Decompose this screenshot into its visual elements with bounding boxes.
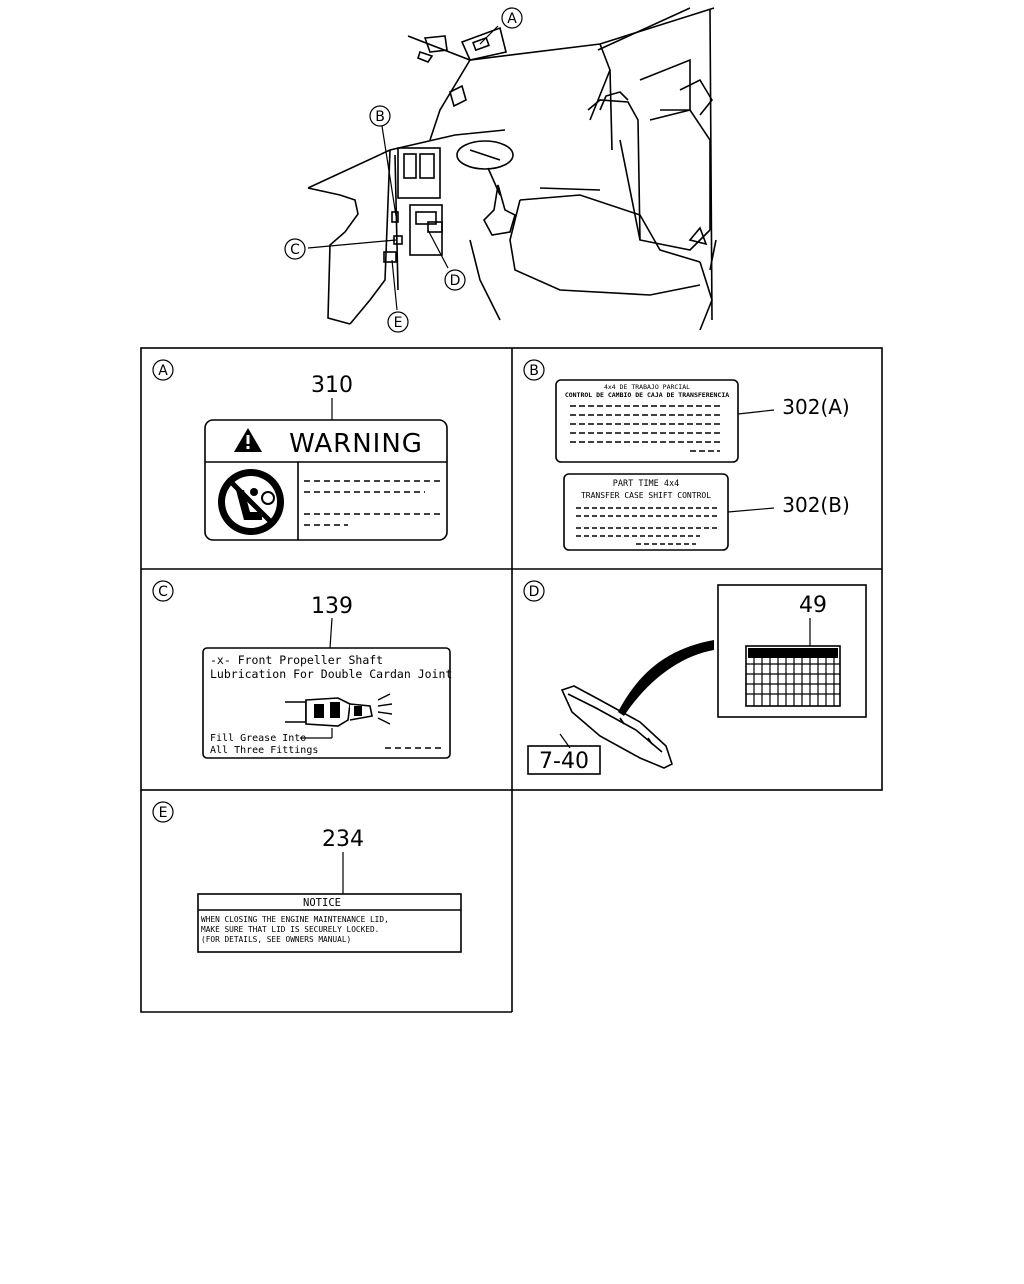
label-302b-line2: TRANSFER CASE SHIFT CONTROL <box>581 491 711 500</box>
notice-line2: MAKE SURE THAT LID IS SECURELY LOCKED. <box>201 925 379 934</box>
panel-b-marker: B <box>529 363 539 379</box>
label-139-line4: All Three Fittings <box>210 745 318 756</box>
part-number-139: 139 <box>311 594 353 619</box>
callout-d: D <box>444 269 466 291</box>
label-302a-line2: CONTROL DE CAMBIO DE CAJA DE TRANSFERENC… <box>565 391 729 399</box>
label-302b-line1: PART TIME 4x4 <box>613 479 680 489</box>
panel-c-marker: C <box>158 584 168 600</box>
glove-box-lid-drawing <box>560 685 673 769</box>
no-child-seat-icon <box>218 469 284 535</box>
warning-text-placeholder-lines <box>304 480 440 526</box>
part-number-302b: 302(B) <box>782 493 850 517</box>
label-139-line1: -x- Front Propeller Shaft <box>210 653 383 667</box>
svg-text:A: A <box>507 11 517 27</box>
label-302b-placeholder-lines <box>576 507 718 545</box>
cab-interior-illustration <box>307 7 717 331</box>
notice-line3: (FOR DETAILS, SEE OWNERS MANUAL) <box>201 935 351 944</box>
label-49-grid <box>745 645 841 707</box>
panel-d: D 49 <box>523 580 867 775</box>
panel-a-marker: A <box>158 363 168 379</box>
part-number-234: 234 <box>322 827 364 852</box>
label-139-line2: Lubrication For Double Cardan Joint <box>210 667 452 681</box>
panel-e: E 234 NOTICE WHEN CLOSING THE ENGINE MAI… <box>152 801 462 953</box>
notice-line1: WHEN CLOSING THE ENGINE MAINTENANCE LID, <box>201 915 389 924</box>
svg-text:D: D <box>450 273 461 289</box>
part-number-49: 49 <box>799 593 827 618</box>
part-number-310: 310 <box>311 373 353 398</box>
svg-text:E: E <box>394 315 403 331</box>
panel-c: C 139 -x- Front Propeller Shaft Lubricat… <box>152 580 452 759</box>
notice-title: NOTICE <box>303 897 341 909</box>
warning-triangle-icon <box>234 428 262 452</box>
panel-a: A 310 WARNING <box>152 359 448 541</box>
ref-7-40: 7-40 <box>539 749 589 774</box>
callout-leader-lines <box>307 25 499 311</box>
callout-b: B <box>369 105 391 127</box>
panel-grid <box>140 347 883 1013</box>
svg-text:B: B <box>375 109 385 125</box>
callout-c: C <box>284 238 306 260</box>
label-139-line3: Fill Grease Into <box>210 733 306 744</box>
panel-d-marker: D <box>529 584 540 600</box>
callout-e: E <box>387 311 409 333</box>
callout-a: A <box>501 7 523 29</box>
svg-text:C: C <box>290 242 300 258</box>
label-302a-placeholder-lines <box>570 405 720 452</box>
pointer-swoosh <box>618 640 714 716</box>
warning-title: WARNING <box>289 429 423 459</box>
part-number-302a: 302(A) <box>782 395 849 419</box>
panel-e-marker: E <box>159 805 168 821</box>
propeller-shaft-joint-icon <box>285 693 393 739</box>
label-302a-line1: 4x4 DE TRABAJO PARCIAL <box>604 383 690 391</box>
panel-b: B 4x4 DE TRABAJO PARCIAL CONTROL DE CAMB… <box>523 359 850 551</box>
